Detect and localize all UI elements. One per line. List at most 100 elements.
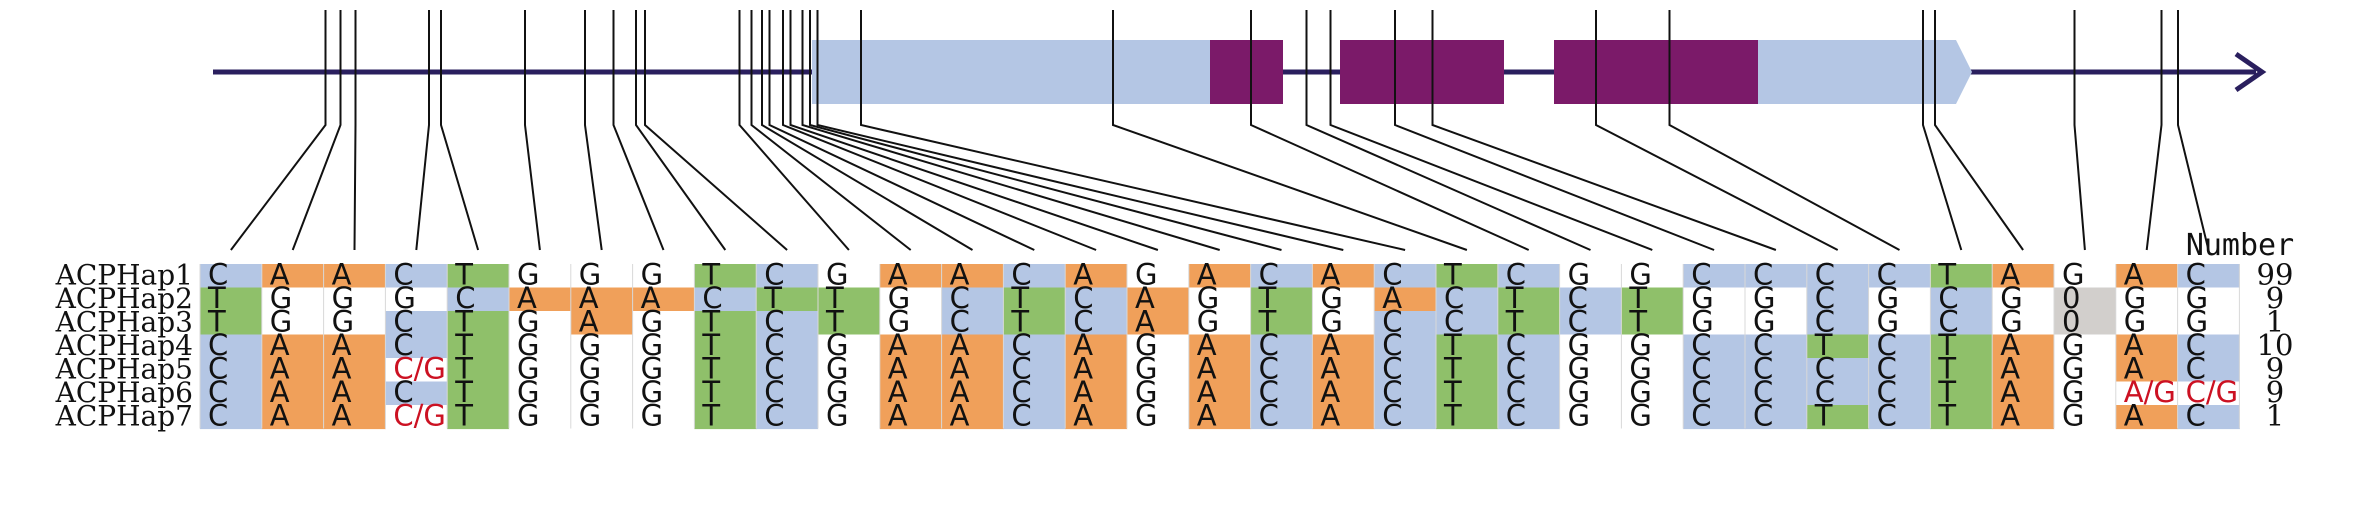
allele-label: C xyxy=(208,328,228,362)
haplotype-name: ACPHap6 xyxy=(55,376,193,409)
allele-cell xyxy=(1806,264,1870,289)
allele-label: G xyxy=(888,281,910,315)
allele-label: A xyxy=(1073,375,1093,409)
allele-cell xyxy=(694,264,757,289)
allele-label: C xyxy=(1753,258,1773,292)
allele-cell xyxy=(818,358,881,383)
allele-cell xyxy=(1003,381,1066,406)
allele-cell xyxy=(1621,264,1684,289)
allele-label: A xyxy=(950,258,970,292)
allele-cell xyxy=(1559,287,1622,312)
allele-cell xyxy=(509,264,572,289)
allele-label: C xyxy=(208,352,228,386)
allele-label: G xyxy=(2124,305,2146,339)
allele-label: C xyxy=(1073,281,1093,315)
allele-cell xyxy=(2054,381,2117,406)
allele-label: C xyxy=(393,305,413,339)
allele-cell xyxy=(1992,381,2055,406)
allele-cell xyxy=(1992,405,2055,430)
allele-cell xyxy=(447,264,510,289)
allele-cell xyxy=(1683,264,1746,289)
allele-cell xyxy=(818,311,881,336)
allele-cell xyxy=(879,287,943,312)
allele-cell xyxy=(1127,405,1190,430)
allele-cell xyxy=(570,264,634,289)
allele-cell xyxy=(694,287,757,312)
allele-label: G xyxy=(1135,399,1157,433)
allele-cell xyxy=(1436,264,1499,289)
allele-label: A xyxy=(2000,328,2020,362)
allele-label: C xyxy=(1382,258,1402,292)
haplotype-name: ACPHap5 xyxy=(55,353,193,386)
allele-label: A xyxy=(888,375,908,409)
allele-label: C xyxy=(1815,352,1835,386)
snp-connector xyxy=(816,10,1344,251)
allele-cell xyxy=(941,358,1004,383)
allele-cell xyxy=(323,405,386,430)
allele-label: A xyxy=(1320,352,1340,386)
allele-label: G xyxy=(1629,399,1651,433)
allele-label: C xyxy=(1815,258,1835,292)
allele-cell xyxy=(2115,358,2179,383)
allele-cell xyxy=(1003,358,1066,383)
allele-label: G xyxy=(641,352,663,386)
allele-cell xyxy=(1559,311,1622,336)
allele-cell xyxy=(1992,334,2055,359)
allele-label: C xyxy=(1938,305,1958,339)
allele-label: T xyxy=(825,305,844,339)
allele-cell xyxy=(385,358,448,383)
allele-label: C xyxy=(1382,399,1402,433)
allele-cell xyxy=(1930,287,1993,312)
allele-cell xyxy=(1127,381,1190,406)
allele-cell xyxy=(879,405,943,430)
allele-label: C xyxy=(1259,375,1279,409)
allele-cell xyxy=(879,334,943,359)
allele-cell xyxy=(1065,264,1128,289)
gene-model xyxy=(213,40,2267,104)
allele-cell xyxy=(1992,358,2055,383)
allele-cell xyxy=(1745,311,1808,336)
allele-label: T xyxy=(207,281,226,315)
allele-cell xyxy=(323,264,386,289)
allele-cell xyxy=(509,334,572,359)
snp-connector xyxy=(1431,10,1777,251)
allele-cell xyxy=(570,358,634,383)
allele-cell xyxy=(941,381,1004,406)
allele-cell xyxy=(323,311,386,336)
allele-label: T xyxy=(701,352,720,386)
snp-connector xyxy=(789,10,1159,251)
haplotype-name: ACPHap4 xyxy=(55,329,193,362)
allele-cell xyxy=(2177,287,2240,312)
allele-cell xyxy=(1188,287,1252,312)
allele-label: C xyxy=(393,328,413,362)
allele-cell xyxy=(1497,381,1561,406)
allele-cell xyxy=(756,287,819,312)
allele-cell xyxy=(1745,405,1808,430)
allele-label: A xyxy=(1197,258,1217,292)
allele-cell xyxy=(447,381,510,406)
allele-label: T xyxy=(1010,305,1029,339)
snp-connector xyxy=(1394,10,1715,251)
allele-cell xyxy=(323,287,386,312)
allele-cell xyxy=(200,381,263,406)
allele-label: T xyxy=(454,328,473,362)
allele-label: C xyxy=(1691,399,1711,433)
allele-cell xyxy=(1188,405,1252,430)
allele-label: A xyxy=(579,305,599,339)
allele-cell xyxy=(1127,334,1190,359)
allele-cell xyxy=(1127,358,1190,383)
snp-connector xyxy=(584,10,603,251)
allele-label: A xyxy=(888,328,908,362)
allele-cell xyxy=(818,264,881,289)
allele-label: G xyxy=(1753,305,1775,339)
allele-label: G xyxy=(517,399,539,433)
allele-cell xyxy=(323,334,386,359)
allele-cell xyxy=(756,264,819,289)
allele-cell xyxy=(509,381,572,406)
allele-label: C/G xyxy=(393,352,446,386)
allele-cell xyxy=(818,334,881,359)
allele-label: G xyxy=(1691,305,1713,339)
allele-label: T xyxy=(1628,305,1647,339)
allele-label: A xyxy=(1197,399,1217,433)
